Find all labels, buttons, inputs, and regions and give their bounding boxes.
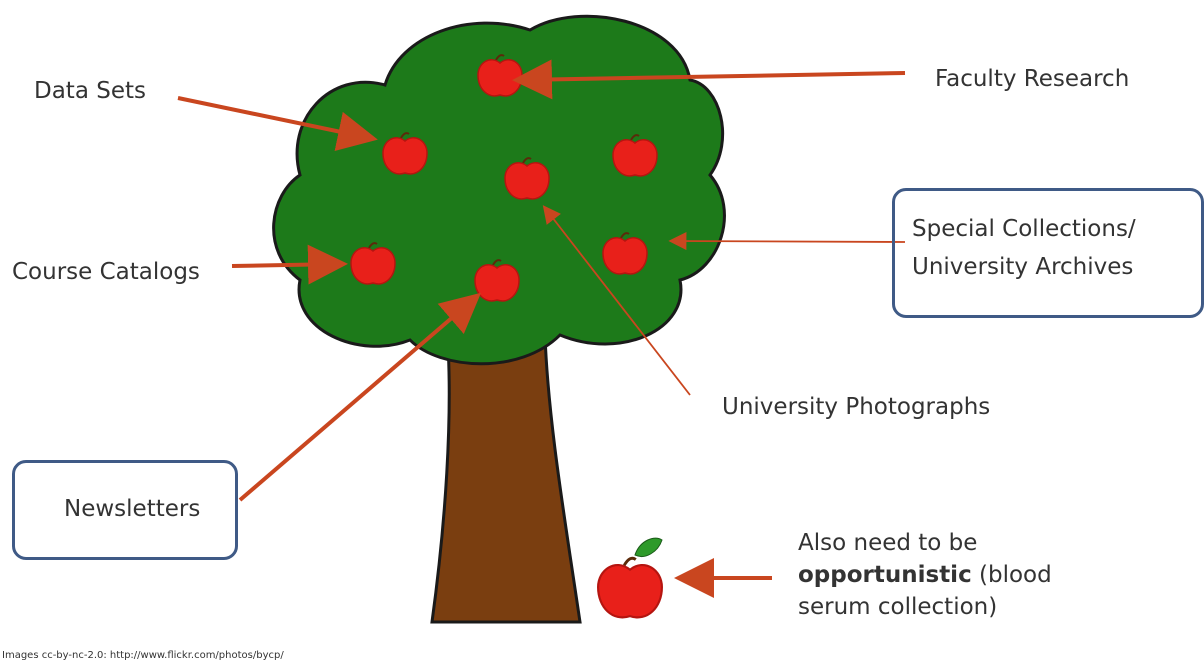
note-line1: Also need to be bbox=[798, 530, 978, 556]
note-line3: serum collection) bbox=[798, 594, 998, 620]
newsletters-box bbox=[12, 460, 238, 560]
label-data-sets: Data Sets bbox=[34, 78, 146, 104]
arrow-university-photographs bbox=[542, 205, 691, 396]
label-faculty-research: Faculty Research bbox=[935, 66, 1130, 92]
note-bold: opportunistic bbox=[798, 562, 972, 588]
fallen-apple-icon bbox=[596, 556, 664, 619]
label-university-photographs: University Photographs bbox=[722, 394, 991, 420]
note-line2: opportunistic (blood bbox=[798, 559, 1052, 591]
arrow-data-sets bbox=[177, 96, 378, 152]
label-newsletters: Newsletters bbox=[64, 496, 201, 522]
image-credit: Images cc-by-nc-2.0: http://www.flickr.c… bbox=[2, 650, 284, 661]
tree-trunk bbox=[430, 333, 582, 624]
arrow-newsletters bbox=[238, 292, 482, 502]
label-course-catalogs: Course Catalogs bbox=[12, 259, 200, 285]
leaf-icon bbox=[634, 537, 663, 557]
arrow-special-collections bbox=[668, 232, 906, 251]
note-line2-rest: (blood bbox=[971, 562, 1052, 588]
arrow-faculty-research bbox=[512, 59, 906, 100]
opportunistic-note: Also need to be opportunistic (blood ser… bbox=[798, 527, 1052, 623]
label-special-collections-line1: Special Collections/ bbox=[912, 216, 1136, 242]
arrow-course-catalogs bbox=[231, 244, 348, 285]
special-collections-box bbox=[892, 188, 1204, 318]
label-special-collections-line2: University Archives bbox=[912, 254, 1134, 280]
